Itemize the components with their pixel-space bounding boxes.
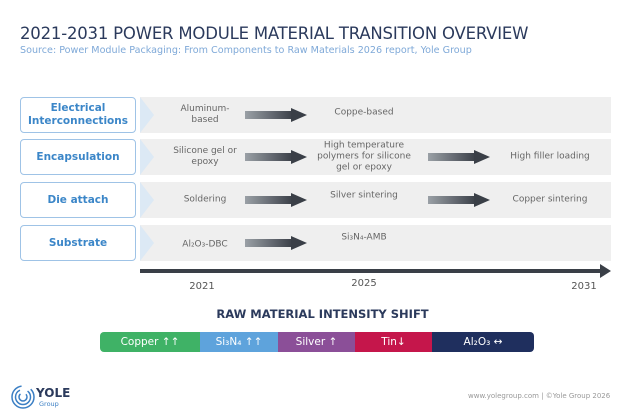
intensity-al2o3: Al₂O₃ ↔ xyxy=(432,332,534,352)
timeline-axis xyxy=(140,269,602,273)
row-stage: Silver sintering xyxy=(330,190,398,201)
row-stage: Copper sintering xyxy=(512,194,588,205)
row-label: Encapsulation xyxy=(20,139,136,175)
intensity-heading: RAW MATERIAL INTENSITY SHIFT xyxy=(216,307,429,321)
row-label: Substrate xyxy=(20,225,136,261)
logo-sub: Group xyxy=(39,400,59,408)
source-subtitle: Source: Power Module Packaging: From Com… xyxy=(20,45,472,56)
row-stage: Al₂O₃-DBC xyxy=(182,239,228,250)
intensity-si3n4: Si₃N₄ ↑↑ xyxy=(200,332,278,352)
row-band xyxy=(140,139,611,175)
timeline-arrowhead xyxy=(600,264,611,278)
intensity-silver: Silver ↑ xyxy=(278,332,355,352)
row-label: Electrical Interconnections xyxy=(20,97,136,133)
intensity-tin: Tin↓ xyxy=(355,332,432,352)
row-label: Die attach xyxy=(20,182,136,218)
arrow-right-icon xyxy=(245,193,307,207)
yole-swirl-icon xyxy=(11,385,35,409)
arrow-right-icon xyxy=(245,150,307,164)
row-stage: High temperature polymers for silicone g… xyxy=(317,140,411,173)
chevron-icon xyxy=(140,97,154,133)
row-stage: High filler loading xyxy=(510,151,590,162)
page-title: 2021-2031 POWER MODULE MATERIAL TRANSITI… xyxy=(20,24,529,43)
row-stage: Silicone gel or epoxy xyxy=(173,146,237,167)
row-band xyxy=(140,182,611,218)
arrow-right-icon xyxy=(428,193,490,207)
row-band xyxy=(140,225,611,261)
intensity-copper: Copper ↑↑ xyxy=(100,332,200,352)
year-2025: 2025 xyxy=(351,278,377,289)
year-2031: 2031 xyxy=(571,281,597,292)
row-stage: Aluminum- based xyxy=(180,104,230,125)
logo-name: YOLE xyxy=(36,386,71,400)
yole-logo: YOLE Group xyxy=(10,384,90,412)
arrow-right-icon xyxy=(245,108,307,122)
arrow-right-icon xyxy=(245,236,307,250)
row-stage: Coppe-based xyxy=(334,107,394,118)
year-2021: 2021 xyxy=(189,281,215,292)
chevron-icon xyxy=(140,182,154,218)
chevron-icon xyxy=(140,139,154,175)
arrow-right-icon xyxy=(428,150,490,164)
footer-copyright: www.yolegroup.com | ©Yole Group 2026 xyxy=(468,392,611,400)
chevron-icon xyxy=(140,225,154,261)
row-stage: Si₃N₄-AMB xyxy=(341,232,387,243)
row-band xyxy=(140,97,611,133)
row-stage: Soldering xyxy=(183,194,227,205)
